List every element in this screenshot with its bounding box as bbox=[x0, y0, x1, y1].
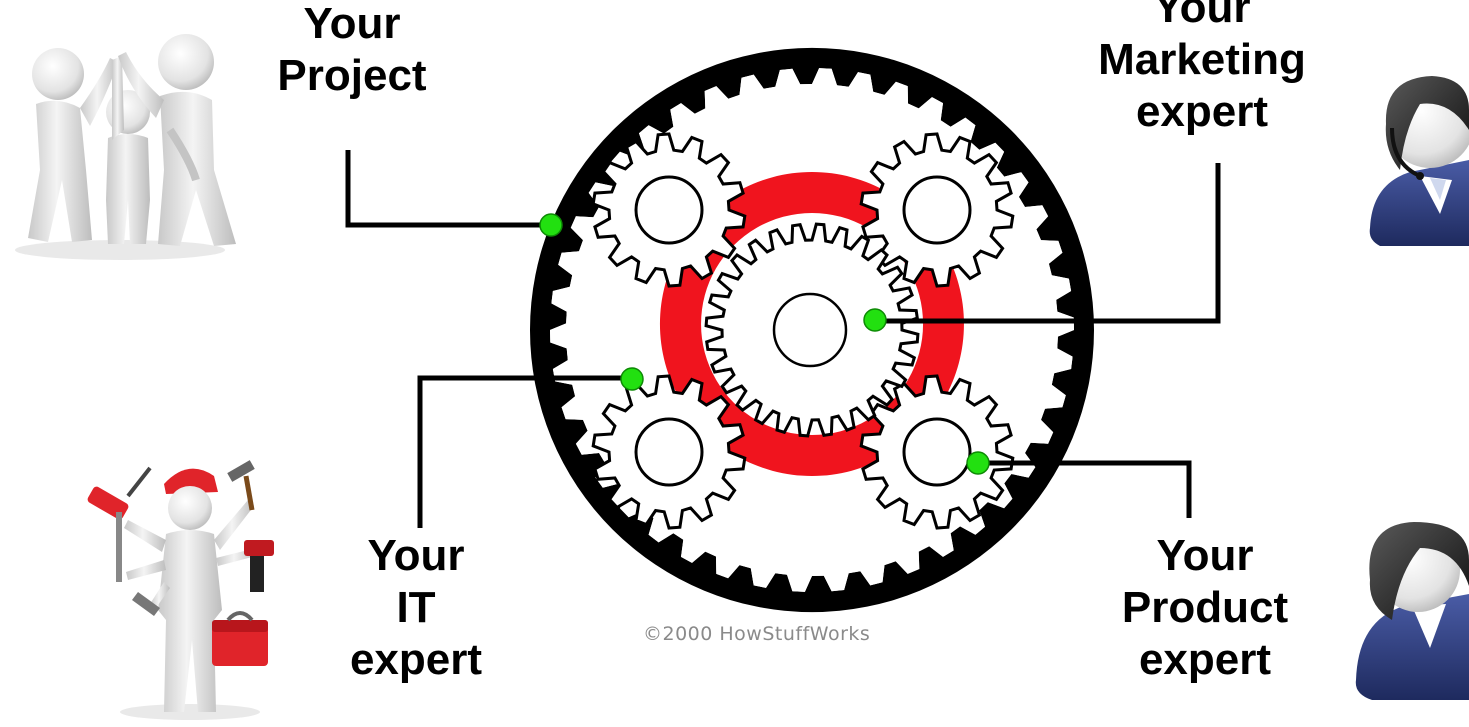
project-connector-line bbox=[345, 150, 551, 228]
product-label-line-2: Product bbox=[1121, 583, 1289, 632]
sun-gear-hub bbox=[772, 292, 848, 368]
project-label: Your Project bbox=[252, 0, 452, 102]
planet-gear-hub-1 bbox=[634, 175, 704, 245]
planet-gear-hub-3 bbox=[634, 417, 704, 487]
connector-lines bbox=[345, 150, 1221, 528]
product-connector-line bbox=[978, 460, 1192, 518]
it-connector-dot bbox=[620, 367, 644, 391]
project-label-line-1: Your bbox=[303, 0, 401, 48]
headset-person-icon bbox=[1369, 76, 1469, 246]
product-label: Your Product expert bbox=[1100, 530, 1310, 686]
it-label: Your IT expert bbox=[326, 530, 506, 686]
planet-gear-hub-4 bbox=[902, 417, 972, 487]
marketing-label-line-1: Your bbox=[1153, 0, 1251, 32]
planet-gear-hub-2 bbox=[902, 175, 972, 245]
sun-gear bbox=[704, 222, 920, 438]
it-label-line-1: Your bbox=[367, 531, 465, 580]
it-connector-line bbox=[417, 375, 632, 528]
product-connector-dot bbox=[966, 451, 990, 475]
product-label-line-1: Your bbox=[1156, 531, 1254, 580]
connector-dots bbox=[539, 213, 990, 475]
team-high-five-icon bbox=[15, 34, 236, 260]
businesswoman-icon bbox=[1355, 522, 1469, 700]
it-label-line-2: IT bbox=[396, 583, 436, 632]
project-connector-dot bbox=[539, 213, 563, 237]
marketing-label: Your Marketing expert bbox=[1082, 0, 1322, 138]
product-label-line-3: expert bbox=[1138, 635, 1272, 684]
marketing-label-line-2: Marketing bbox=[1098, 35, 1306, 84]
project-label-line-2: Project bbox=[277, 51, 427, 100]
marketing-label-line-3: expert bbox=[1135, 87, 1269, 136]
marketing-connector-dot bbox=[863, 308, 887, 332]
handyman-multitool-icon bbox=[87, 460, 274, 720]
planet-gears bbox=[591, 132, 1015, 530]
marketing-connector-line bbox=[875, 163, 1221, 324]
copyright-notice: ©2000 HowStuffWorks bbox=[643, 623, 871, 645]
it-label-line-3: expert bbox=[349, 635, 483, 684]
